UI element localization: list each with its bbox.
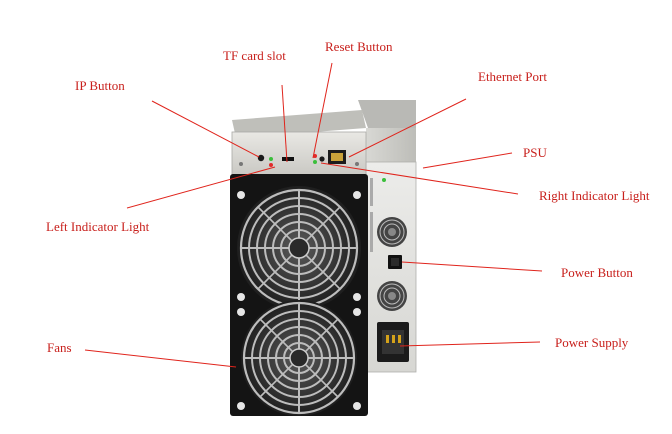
psu-fan-lower xyxy=(377,281,407,311)
callout-line-fans xyxy=(84,349,237,368)
right-indicator-green xyxy=(313,160,317,164)
psu-status-led xyxy=(382,178,386,182)
fan-upper xyxy=(237,186,361,310)
callout-line-ethernet xyxy=(348,98,467,158)
callout-line-tf-card xyxy=(281,84,288,163)
reset-button xyxy=(319,156,325,162)
callout-lines xyxy=(84,62,543,368)
callout-line-psu xyxy=(422,152,513,169)
psu-top xyxy=(358,100,416,128)
label-reset-button: Reset Button xyxy=(325,39,393,54)
callout-line-power-supply xyxy=(399,341,541,347)
label-power-button: Power Button xyxy=(561,265,633,280)
label-ip-button: IP Button xyxy=(75,78,125,93)
label-ethernet-port: Ethernet Port xyxy=(478,69,547,84)
psu-upper-side xyxy=(366,128,416,166)
label-left-indicator-light: Left Indicator Light xyxy=(46,219,150,234)
callout-line-power-button xyxy=(401,261,543,272)
label-right-indicator-light: Right Indicator Light xyxy=(539,188,650,203)
label-fans: Fans xyxy=(47,340,72,355)
label-tf-card-slot: TF card slot xyxy=(223,48,286,63)
ip-button xyxy=(257,154,265,162)
psu-fan-upper xyxy=(377,217,407,247)
left-indicator-red xyxy=(269,163,273,167)
callout-line-ip-button xyxy=(151,100,260,158)
control-panel xyxy=(231,110,367,177)
psu-unit xyxy=(358,100,417,373)
callout-line-left-indicator xyxy=(126,166,276,209)
label-psu: PSU xyxy=(523,145,547,160)
label-power-supply: Power Supply xyxy=(555,335,629,350)
callout-line-right-indicator xyxy=(320,162,519,195)
power-button-rocker xyxy=(391,258,399,266)
fan-lower xyxy=(241,300,357,416)
left-indicator-green xyxy=(269,157,273,161)
tf-card-slot xyxy=(282,157,294,161)
fan-housing xyxy=(230,174,368,416)
callout-line-reset xyxy=(312,62,333,159)
